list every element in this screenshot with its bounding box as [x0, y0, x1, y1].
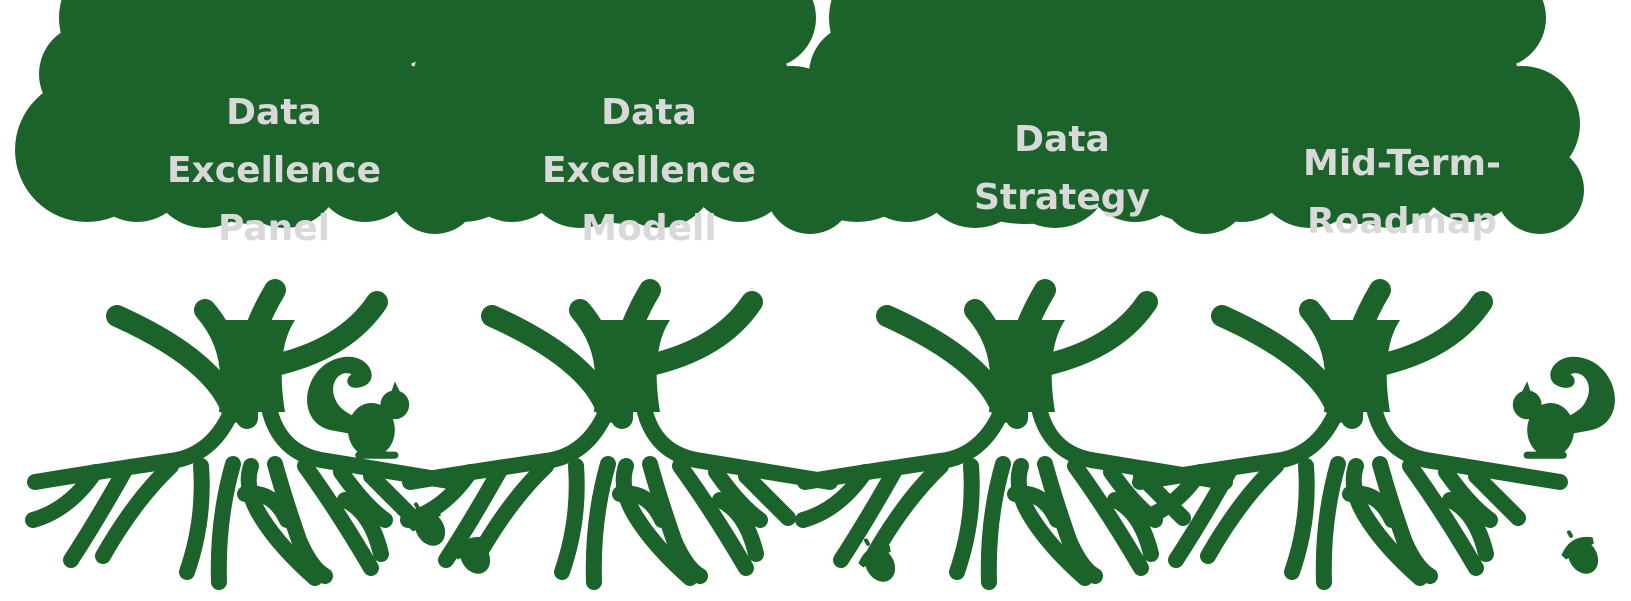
tree-label-data-strategy: Data Strategy [932, 111, 1192, 227]
tree-label-line: Data [601, 92, 697, 133]
tree-label-line: Excellence [541, 150, 757, 191]
tree-trunk [1310, 320, 1400, 412]
tree-label-line: Data [226, 92, 322, 133]
acorn-icon [858, 538, 896, 582]
tree-label-data-excellence-panel: Data Excellence Panel [144, 84, 404, 258]
tree-label-line: Panel [217, 208, 331, 249]
tree-roots [25, 400, 463, 590]
tree-canopy [1120, 0, 1584, 234]
squirrel-icon [1512, 356, 1615, 459]
tree-label-mid-term-roadmap: Mid-Term- Roadmap [1272, 135, 1532, 251]
tree-canopy [15, 0, 479, 234]
tree-roots [1130, 400, 1568, 590]
tree-label-line: Excellence [166, 150, 382, 191]
acorn-icon [453, 530, 491, 574]
tree-trunk [205, 320, 295, 412]
acorn-icon [1561, 530, 1599, 574]
tree-label-line: Mid-Term- [1303, 143, 1501, 184]
tree-label-line: Modell [581, 208, 717, 249]
tree-label-data-excellence-modell: Data Excellence Modell [519, 84, 779, 258]
tree-roots [400, 400, 838, 590]
tree-1 [15, 0, 479, 590]
acorn-icon [408, 502, 446, 546]
tree-4 [1120, 0, 1584, 590]
tree-trunk [580, 320, 670, 412]
tree-label-line: Roadmap [1306, 201, 1498, 242]
tree-label-line: Data [1014, 119, 1110, 160]
squirrel-icon [307, 356, 410, 459]
tree-trunk [975, 320, 1065, 412]
tree-label-line: Strategy [973, 177, 1151, 218]
